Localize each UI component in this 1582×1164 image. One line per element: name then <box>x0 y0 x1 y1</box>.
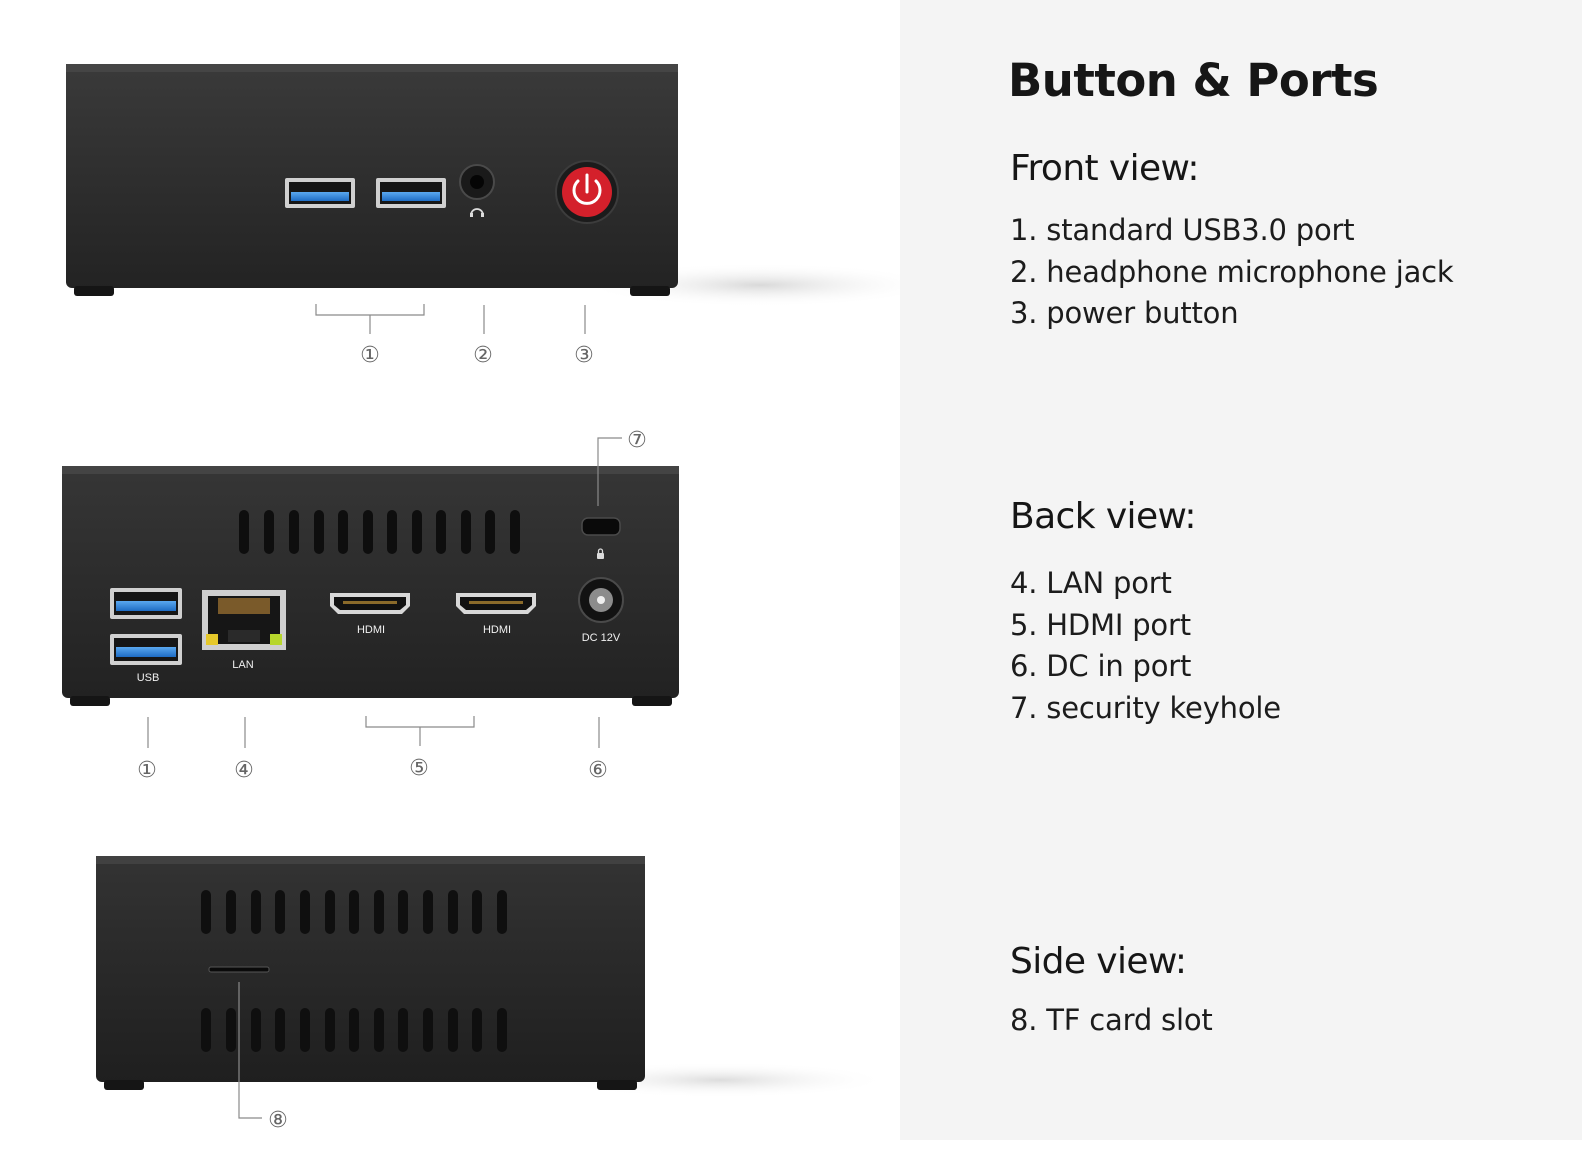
lock-icon <box>597 548 604 559</box>
back-view-illustration: USB LAN HDMI HDMI <box>0 420 900 800</box>
front-view-illustration: ① ② ③ <box>0 0 900 380</box>
vent-slots-lower <box>201 1008 507 1052</box>
headphone-icon <box>459 164 495 217</box>
security-keyhole <box>581 517 621 536</box>
callout-7: ⑦ <box>627 428 647 453</box>
power-icon <box>555 160 619 224</box>
usb-label: USB <box>137 672 160 684</box>
callout-4: ④ <box>234 758 254 783</box>
back-view-list: 4. LAN port 5. HDMI port 6. DC in port 7… <box>1010 563 1281 729</box>
callout-6: ⑥ <box>588 758 608 783</box>
list-item: 8. TF card slot <box>1010 1003 1213 1037</box>
callout-5: ⑤ <box>409 756 429 781</box>
list-item: 7. security keyhole <box>1010 690 1281 725</box>
vent-slots-upper <box>201 890 507 934</box>
usb-port-icon <box>110 588 182 619</box>
list-item: 2. headphone microphone jack <box>1010 254 1454 289</box>
list-item: 4. LAN port <box>1010 566 1172 600</box>
side-callout-line <box>238 982 262 1119</box>
back-callout-lines <box>147 437 622 748</box>
vent-slots <box>239 510 520 554</box>
side-view-heading: Side view: <box>1010 941 1187 982</box>
list-item: 5. HDMI port <box>1010 607 1191 642</box>
ethernet-port-icon <box>202 590 286 650</box>
hdmi-label-1: HDMI <box>357 624 385 636</box>
lan-label: LAN <box>232 659 253 671</box>
hdmi-label-2: HDMI <box>483 624 511 636</box>
usb-port-icon <box>285 178 355 208</box>
callout-1: ① <box>360 343 380 368</box>
info-panel: Button & Ports Front view: 1. standard U… <box>900 0 1582 1140</box>
hdmi-port-icon <box>456 593 536 614</box>
callout-8: ⑧ <box>268 1108 288 1133</box>
callout-1-back: ① <box>137 758 157 783</box>
list-item: 1. standard USB3.0 port <box>1010 213 1355 247</box>
list-item: 3. power button <box>1010 296 1239 330</box>
usb-port-icon <box>110 634 182 665</box>
front-view-heading: Front view: <box>1010 148 1200 189</box>
front-view-list: 1. standard USB3.0 port 2. headphone mic… <box>1010 210 1454 335</box>
side-device-body <box>96 856 645 1082</box>
callout-2: ② <box>473 343 493 368</box>
front-device-body <box>66 64 678 288</box>
side-view-illustration: ⑧ <box>0 830 900 1150</box>
tf-card-slot <box>208 966 270 973</box>
list-item: 6. DC in port <box>1010 649 1192 683</box>
front-callout-lines <box>315 304 586 334</box>
page-title: Button & Ports <box>1008 54 1379 107</box>
back-view-heading: Back view: <box>1010 496 1197 537</box>
callout-3: ③ <box>574 343 594 368</box>
dc-jack-icon <box>578 577 624 623</box>
usb-port-icon <box>376 178 446 208</box>
hdmi-port-icon <box>330 593 410 614</box>
side-view-list: 8. TF card slot <box>1010 1000 1213 1042</box>
product-image-area: ① ② ③ <box>0 0 900 1150</box>
dc-label: DC 12V <box>582 632 621 644</box>
